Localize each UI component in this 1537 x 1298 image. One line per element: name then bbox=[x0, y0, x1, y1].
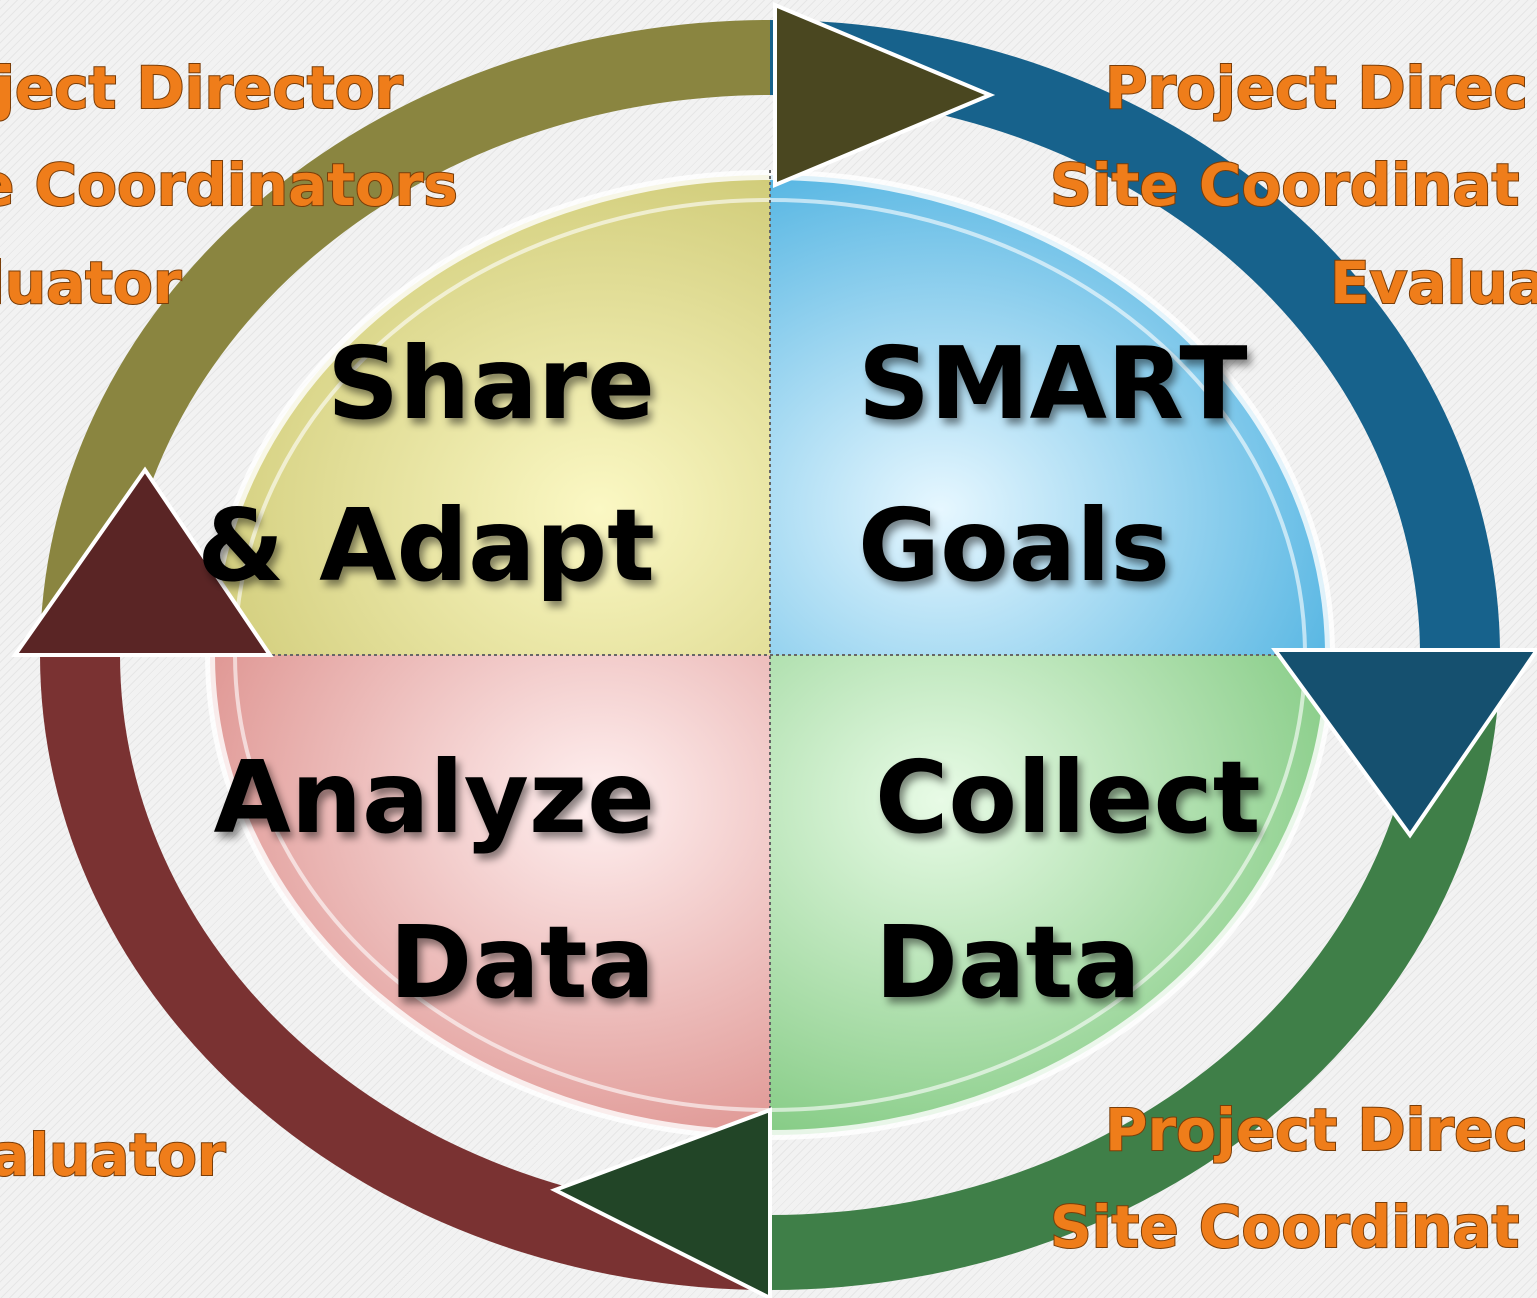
analyze-data-line2: Data bbox=[389, 904, 655, 1021]
br-role-2: Site Coordinat bbox=[1050, 1193, 1519, 1261]
arrow-left-head bbox=[11, 466, 274, 657]
arrow-right-head bbox=[1271, 648, 1537, 839]
arrow-bottom-head bbox=[549, 1107, 772, 1298]
smart-goals-line1: SMART bbox=[858, 325, 1248, 442]
tl-role-2: e Coordinators bbox=[0, 151, 458, 219]
tr-role-3: Evalua bbox=[1330, 249, 1537, 317]
tr-role-1: Project Direc bbox=[1105, 54, 1528, 122]
collect-data-line1: Collect bbox=[875, 739, 1261, 856]
quadrant-text: Share & Adapt SMART Goals Analyze Data C… bbox=[197, 325, 1260, 1021]
tr-role-2: Site Coordinat bbox=[1050, 151, 1519, 219]
role-labels: ject Director e Coordinators luator Proj… bbox=[0, 53, 1537, 1262]
share-adapt-line2: & Adapt bbox=[197, 487, 655, 604]
arrow-top-head bbox=[773, 1, 996, 189]
collect-data-line2: Data bbox=[875, 904, 1141, 1021]
analyze-data-line1: Analyze bbox=[213, 739, 655, 856]
bl-role-1: aluator bbox=[0, 1121, 226, 1189]
br-role-1: Project Direc bbox=[1105, 1096, 1528, 1164]
smart-goals-line2: Goals bbox=[858, 487, 1170, 604]
share-adapt-line1: Share bbox=[327, 325, 655, 442]
tl-role-1: ject Director bbox=[0, 54, 403, 122]
tl-role-3: luator bbox=[0, 249, 182, 317]
